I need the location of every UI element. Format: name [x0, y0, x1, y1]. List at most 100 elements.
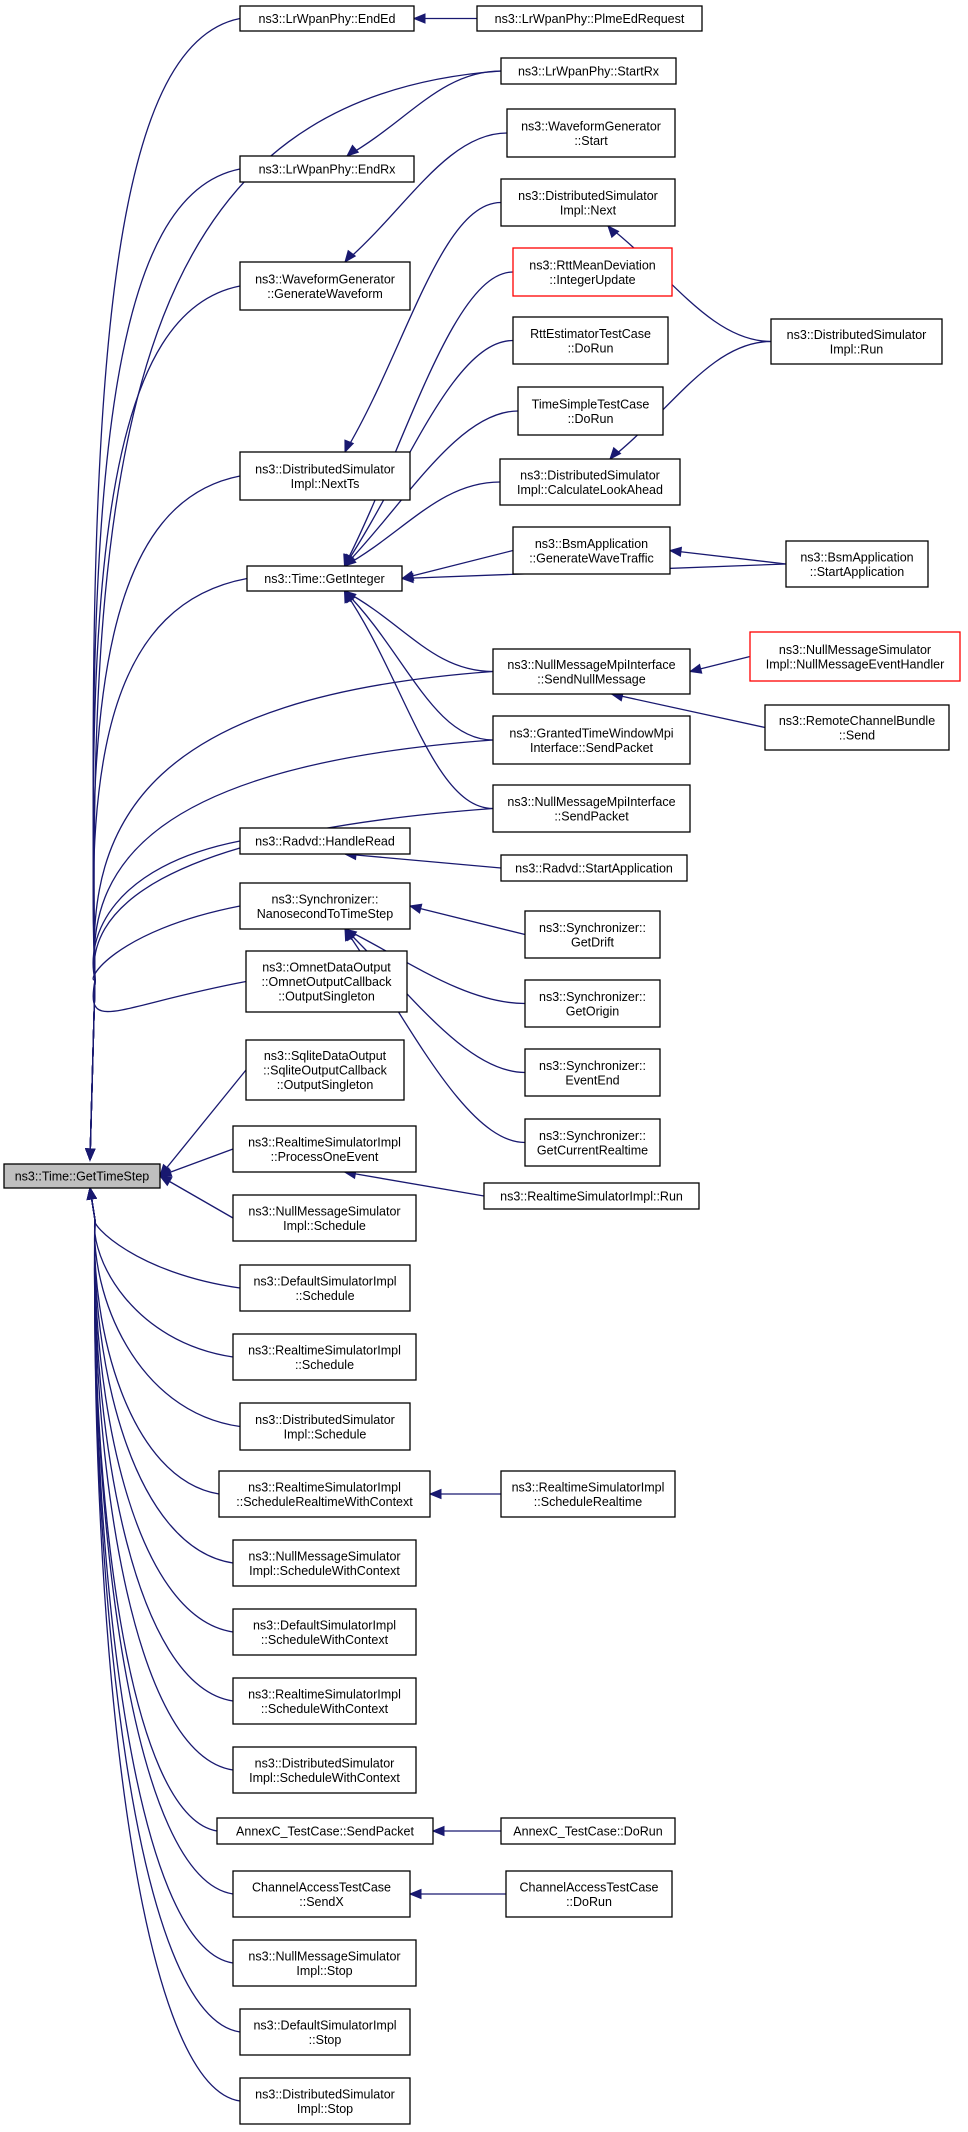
- node-calcLA[interactable]: ns3::DistributedSimulatorImpl::Calculate…: [499, 458, 681, 506]
- node-label-line: ns3::DistributedSimulator: [255, 1756, 395, 1770]
- edge-dsNext-to-nextTs: [344, 201, 502, 453]
- node-rtSR[interactable]: ns3::RealtimeSimulatorImpl::ScheduleReal…: [500, 1470, 676, 1518]
- node-root[interactable]: ns3::Time::GetTimeStep: [3, 1163, 161, 1189]
- node-syncCur[interactable]: ns3::Synchronizer::GetCurrentRealtime: [524, 1118, 661, 1167]
- node-nmSendPkt[interactable]: ns3::NullMessageMpiInterface::SendPacket: [492, 784, 691, 833]
- node-label-line: ns3::Synchronizer::: [539, 1129, 646, 1143]
- node-wgStart[interactable]: ns3::WaveformGenerator::Start: [506, 108, 676, 158]
- edge-defSWC-to-root: [89, 1187, 234, 1633]
- node-dsSWC[interactable]: ns3::DistributedSimulatorImpl::ScheduleW…: [232, 1746, 417, 1794]
- node-box: [785, 540, 929, 588]
- node-rtRun[interactable]: ns3::RealtimeSimulatorImpl::Run: [483, 1182, 700, 1210]
- node-label-line: ns3::Synchronizer::: [539, 1059, 646, 1073]
- node-label-line: ns3::DistributedSimulator: [255, 1413, 395, 1427]
- node-label-line: ::Schedule: [295, 1289, 354, 1303]
- node-startRx[interactable]: ns3::LrWpanPhy::StartRx: [500, 57, 677, 85]
- node-syncOrigin[interactable]: ns3::Synchronizer::GetOrigin: [524, 979, 661, 1028]
- node-endEd[interactable]: ns3::LrWpanPhy::EndEd: [239, 5, 415, 32]
- node-rtSWC[interactable]: ns3::RealtimeSimulatorImpl::ScheduleWith…: [232, 1677, 417, 1725]
- edge-gtwSend-to-getInt: [344, 590, 494, 741]
- edge-dsSched-to-root: [89, 1187, 241, 1428]
- node-nmSendNull[interactable]: ns3::NullMessageMpiInterface::SendNullMe…: [492, 648, 691, 695]
- edge-defStop-to-root: [89, 1187, 241, 2033]
- node-label-line: ns3::DistributedSimulator: [520, 468, 660, 482]
- node-box: [246, 565, 403, 592]
- node-tsTest[interactable]: TimeSimpleTestCase::DoRun: [517, 386, 664, 436]
- node-label-line: AnnexC_TestCase::DoRun: [513, 1825, 662, 1839]
- node-radSA[interactable]: ns3::Radvd::StartApplication: [500, 854, 688, 882]
- node-box: [239, 261, 411, 311]
- edge-syncDrift-to-syncNano-arrowhead: [408, 903, 423, 914]
- node-nmSWC[interactable]: ns3::NullMessageSimulatorImpl::ScheduleW…: [232, 1539, 417, 1587]
- edge-rtSR-to-rtSRWC-arrowhead: [428, 1488, 442, 1500]
- node-nmEvH[interactable]: ns3::NullMessageSimulatorImpl::NullMessa…: [749, 631, 961, 682]
- node-omnet[interactable]: ns3::OmnetDataOutput::OmnetOutputCallbac…: [245, 950, 408, 1013]
- node-box: [749, 631, 961, 682]
- node-sqlite[interactable]: ns3::SqliteDataOutput::SqliteOutputCallb…: [245, 1039, 405, 1101]
- node-box: [483, 1182, 700, 1210]
- node-label-line: ns3::RealtimeSimulatorImpl: [248, 1343, 401, 1357]
- edge-endEd-to-root: [89, 17, 241, 1161]
- node-rttInt[interactable]: ns3::RttMeanDeviation::IntegerUpdate: [512, 247, 673, 297]
- node-label-line: ns3::Synchronizer::: [539, 921, 646, 935]
- node-label-line: ::DoRun: [568, 341, 614, 355]
- node-endRx[interactable]: ns3::LrWpanPhy::EndRx: [239, 155, 415, 183]
- node-gtwSend[interactable]: ns3::GrantedTimeWindowMpiInterface::Send…: [492, 715, 691, 765]
- node-bsmStart[interactable]: ns3::BsmApplication::StartApplication: [785, 540, 929, 588]
- node-box: [232, 1608, 417, 1656]
- node-rtPOE[interactable]: ns3::RealtimeSimulatorImpl::ProcessOneEv…: [232, 1125, 417, 1173]
- node-genWave[interactable]: ns3::WaveformGenerator::GenerateWaveform: [239, 261, 411, 311]
- node-label-line: ns3::WaveformGenerator: [521, 119, 661, 133]
- node-label-line: Impl::ScheduleWithContext: [249, 1564, 400, 1578]
- node-label-line: ns3::OmnetDataOutput: [262, 961, 391, 975]
- edge-dsRun-to-calcLA: [609, 340, 772, 460]
- node-label-line: ::SqliteOutputCallback: [263, 1064, 387, 1078]
- node-syncNano[interactable]: ns3::Synchronizer::NanosecondToTimeStep: [239, 882, 411, 930]
- node-getInt[interactable]: ns3::Time::GetInteger: [246, 565, 403, 592]
- node-label-line: ns3::LrWpanPhy::PlmeEdRequest: [495, 12, 685, 26]
- edge-bsmGen-to-getInt: [401, 549, 514, 580]
- edge-bsmStart-to-bsmGen-arrowhead: [668, 546, 683, 558]
- edge-syncOrigin-to-syncNano: [344, 928, 526, 1005]
- edge-startRx-to-endRx-arrowhead: [345, 144, 360, 157]
- node-caSendX[interactable]: ChannelAccessTestCase::SendX: [232, 1870, 411, 1918]
- edge-rtSWC-to-root: [89, 1187, 234, 1702]
- node-label-line: ns3::Radvd::HandleRead: [255, 835, 395, 849]
- node-defSched[interactable]: ns3::DefaultSimulatorImpl::Schedule: [239, 1264, 411, 1312]
- node-box: [500, 1817, 676, 1845]
- node-rttTest[interactable]: RttEstimatorTestCase::DoRun: [512, 316, 669, 365]
- node-label-line: ::OmnetOutputCallback: [262, 975, 393, 989]
- node-label-line: ::OutputSingleton: [278, 990, 375, 1004]
- node-rcb[interactable]: ns3::RemoteChannelBundle::Send: [764, 704, 950, 751]
- node-rtSched[interactable]: ns3::RealtimeSimulatorImpl::Schedule: [232, 1333, 417, 1381]
- node-label-line: ::DoRun: [566, 1895, 612, 1909]
- node-defStop[interactable]: ns3::DefaultSimulatorImpl::Stop: [239, 2008, 411, 2056]
- node-label-line: ::SendNullMessage: [537, 672, 645, 686]
- node-defSWC[interactable]: ns3::DefaultSimulatorImpl::ScheduleWithC…: [232, 1608, 417, 1656]
- node-radHR[interactable]: ns3::Radvd::HandleRead: [239, 827, 411, 855]
- edge-dsStop-to-root: [89, 1187, 241, 2102]
- node-plme[interactable]: ns3::LrWpanPhy::PlmeEdRequest: [476, 5, 703, 32]
- node-label-line: GetDrift: [571, 935, 615, 949]
- node-bsmGen[interactable]: ns3::BsmApplication::GenerateWaveTraffic: [512, 526, 671, 575]
- node-annexRun[interactable]: AnnexC_TestCase::DoRun: [500, 1817, 676, 1845]
- node-box: [524, 1118, 661, 1167]
- node-rtSRWC[interactable]: ns3::RealtimeSimulatorImpl::ScheduleReal…: [218, 1470, 431, 1518]
- edge-syncDrift-to-syncNano: [409, 905, 526, 936]
- edge-dsStop-to-root-arrowhead: [86, 1186, 97, 1201]
- edge-startRx-to-endRx: [346, 70, 502, 157]
- node-box: [770, 318, 943, 365]
- edge-omnet-to-root-arrowhead: [85, 1148, 96, 1162]
- node-syncEnd[interactable]: ns3::Synchronizer::EventEnd: [524, 1048, 661, 1097]
- node-label-line: AnnexC_TestCase::SendPacket: [236, 1825, 414, 1839]
- node-caRun[interactable]: ChannelAccessTestCase::DoRun: [505, 1870, 673, 1918]
- node-syncDrift[interactable]: ns3::Synchronizer::GetDrift: [524, 910, 661, 959]
- node-annexSend[interactable]: AnnexC_TestCase::SendPacket: [216, 1817, 434, 1845]
